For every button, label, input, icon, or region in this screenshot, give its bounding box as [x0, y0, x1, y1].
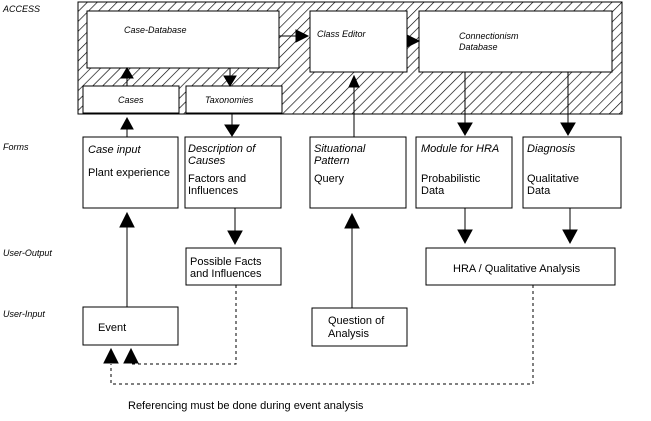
hra-qualitative-output-box [425, 247, 616, 286]
arrowhead-description-to-possible-facts [227, 230, 243, 246]
situational-title-line2: Pattern [314, 155, 350, 167]
situational-title-line1: Situational [314, 143, 366, 155]
connectionism-label-line1: Connectionism [459, 31, 519, 41]
diagnosis-body-line2: Data [527, 185, 551, 197]
case-database-label: Case-Database [124, 25, 187, 35]
arrowhead-situational-to-class-editor [348, 74, 360, 88]
event-input-box [82, 306, 179, 346]
situational-body: Query [314, 173, 344, 185]
arrowhead-event-to-case-input [119, 211, 135, 228]
description-body-line1: Factors and [188, 173, 247, 185]
diagnosis-body-line1: Qualitative [527, 173, 579, 185]
module-hra-body-line2: Data [421, 185, 445, 197]
row-label-user-output: User-Output [3, 248, 52, 258]
arrowhead-question-to-situational [344, 212, 360, 229]
case-input-body: Plant experience [88, 167, 170, 179]
dashed-link-possible-facts-to-event [131, 285, 237, 365]
case-input-title: Case input [88, 144, 141, 156]
connectionism-label-line2: Database [459, 42, 498, 52]
arrowhead-taxonomies-to-description [224, 124, 240, 137]
arrowhead-class-editor-to-connectionism [406, 34, 421, 48]
possible-facts-line1: Possible Facts [190, 256, 262, 268]
description-title-line2: Causes [188, 155, 226, 167]
row-label-user-input: User-Input [3, 309, 45, 319]
taxonomies-label: Taxonomies [205, 95, 254, 105]
hra-qualitative-label: HRA / Qualitative Analysis [453, 263, 581, 275]
dashed-link-hra-output-to-event [110, 285, 534, 385]
module-hra-body-line1: Probabilistic [421, 173, 481, 185]
cases-label: Cases [118, 95, 144, 105]
taxonomies-box [185, 85, 283, 114]
diagnosis-form-box [522, 136, 622, 209]
arrowhead-connectionism-to-module-hra [457, 122, 473, 136]
arrowhead-connectionism-to-diagnosis [560, 122, 576, 136]
connectionism-database-box [418, 10, 613, 73]
description-title-line1: Description of [188, 143, 256, 155]
arrowhead-cases-to-case-database [120, 67, 134, 79]
row-label-access: ACCESS [3, 4, 41, 14]
arrowhead-referencing-left [103, 347, 119, 364]
arrowhead-case-input-to-cases [120, 116, 134, 130]
arrowhead-case-database-to-class-editor [295, 29, 310, 43]
diagnosis-title: Diagnosis [527, 143, 576, 155]
row-label-forms: Forms [3, 142, 29, 152]
question-input-box [311, 307, 408, 347]
situational-pattern-form-box [309, 136, 407, 209]
arrowhead-referencing-right [123, 347, 139, 364]
referencing-footnote: Referencing must be done during event an… [128, 400, 364, 412]
event-label: Event [98, 322, 127, 334]
question-label-line1: Question of [328, 315, 385, 327]
cases-box [82, 85, 180, 114]
possible-facts-line2: and Influences [190, 268, 262, 280]
class-editor-label: Class Editor [317, 29, 366, 39]
arrowhead-diagnosis-to-output [562, 229, 578, 245]
question-label-line2: Analysis [328, 328, 369, 340]
arrowhead-case-database-to-taxonomies [223, 75, 237, 87]
module-for-hra-form-box [415, 136, 513, 209]
arrowhead-module-hra-to-output [457, 229, 473, 245]
class-editor-box [309, 10, 408, 73]
description-body-line2: Influences [188, 185, 239, 197]
possible-facts-output-box [185, 247, 282, 286]
module-hra-title: Module for HRA [421, 143, 500, 155]
description-of-causes-form-box [184, 136, 282, 209]
case-database-box [86, 10, 280, 69]
case-input-form-box [82, 136, 179, 209]
